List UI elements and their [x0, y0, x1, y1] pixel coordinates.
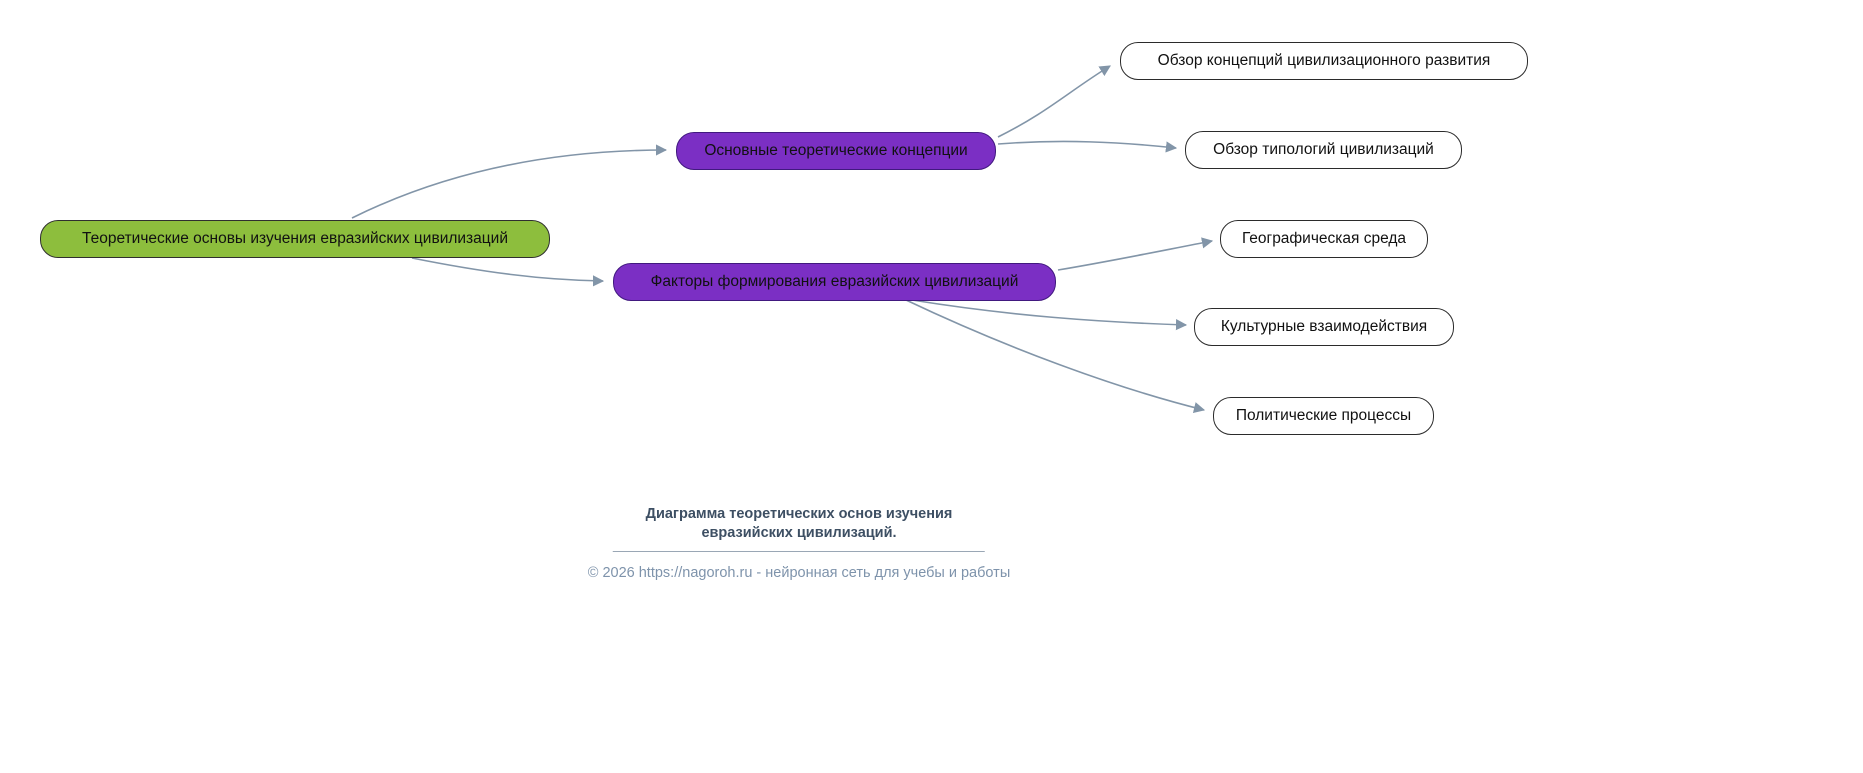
- edge-root-to-branch2: [411, 257, 605, 287]
- node-leaf-cultural-interactions: Культурные взаимодействия: [1194, 308, 1454, 346]
- node-branch-theoretical-concepts: Основные теоретические концепции: [676, 132, 996, 170]
- edge-branch2-to-leaf5: [905, 299, 1206, 414]
- footer-credit: © 2026 https://nagoroh.ru - нейронная се…: [587, 565, 1011, 582]
- node-leaf-civilization-typologies: Обзор типологий цивилизаций: [1185, 131, 1462, 169]
- caption-title: Диаграмма теоретических основ изучения е…: [588, 505, 1011, 542]
- node-leaf-civilization-development-concepts: Обзор концепций цивилизационного развити…: [1120, 42, 1528, 80]
- edge-branch1-to-leaf1: [997, 65, 1111, 138]
- edge-branch2-to-leaf4: [911, 299, 1188, 331]
- edge-root-to-branch1: [351, 144, 668, 219]
- caption: Диаграмма теоретических основ изучения е…: [588, 505, 1011, 581]
- node-leaf-political-processes: Политические процессы: [1213, 397, 1434, 435]
- node-leaf-geographic-environment: Географическая среда: [1220, 220, 1428, 258]
- caption-line1: Диаграмма теоретических основ изучения: [645, 506, 953, 522]
- edge-branch2-to-leaf3: [1057, 237, 1214, 271]
- node-root: Теоретические основы изучения евразийски…: [40, 220, 550, 258]
- edge-branch1-to-leaf2: [997, 140, 1178, 153]
- node-branch-formation-factors: Факторы формирования евразийских цивилиз…: [613, 263, 1056, 301]
- caption-line2: евразийских цивилизаций.: [701, 524, 897, 541]
- caption-divider: [613, 551, 985, 553]
